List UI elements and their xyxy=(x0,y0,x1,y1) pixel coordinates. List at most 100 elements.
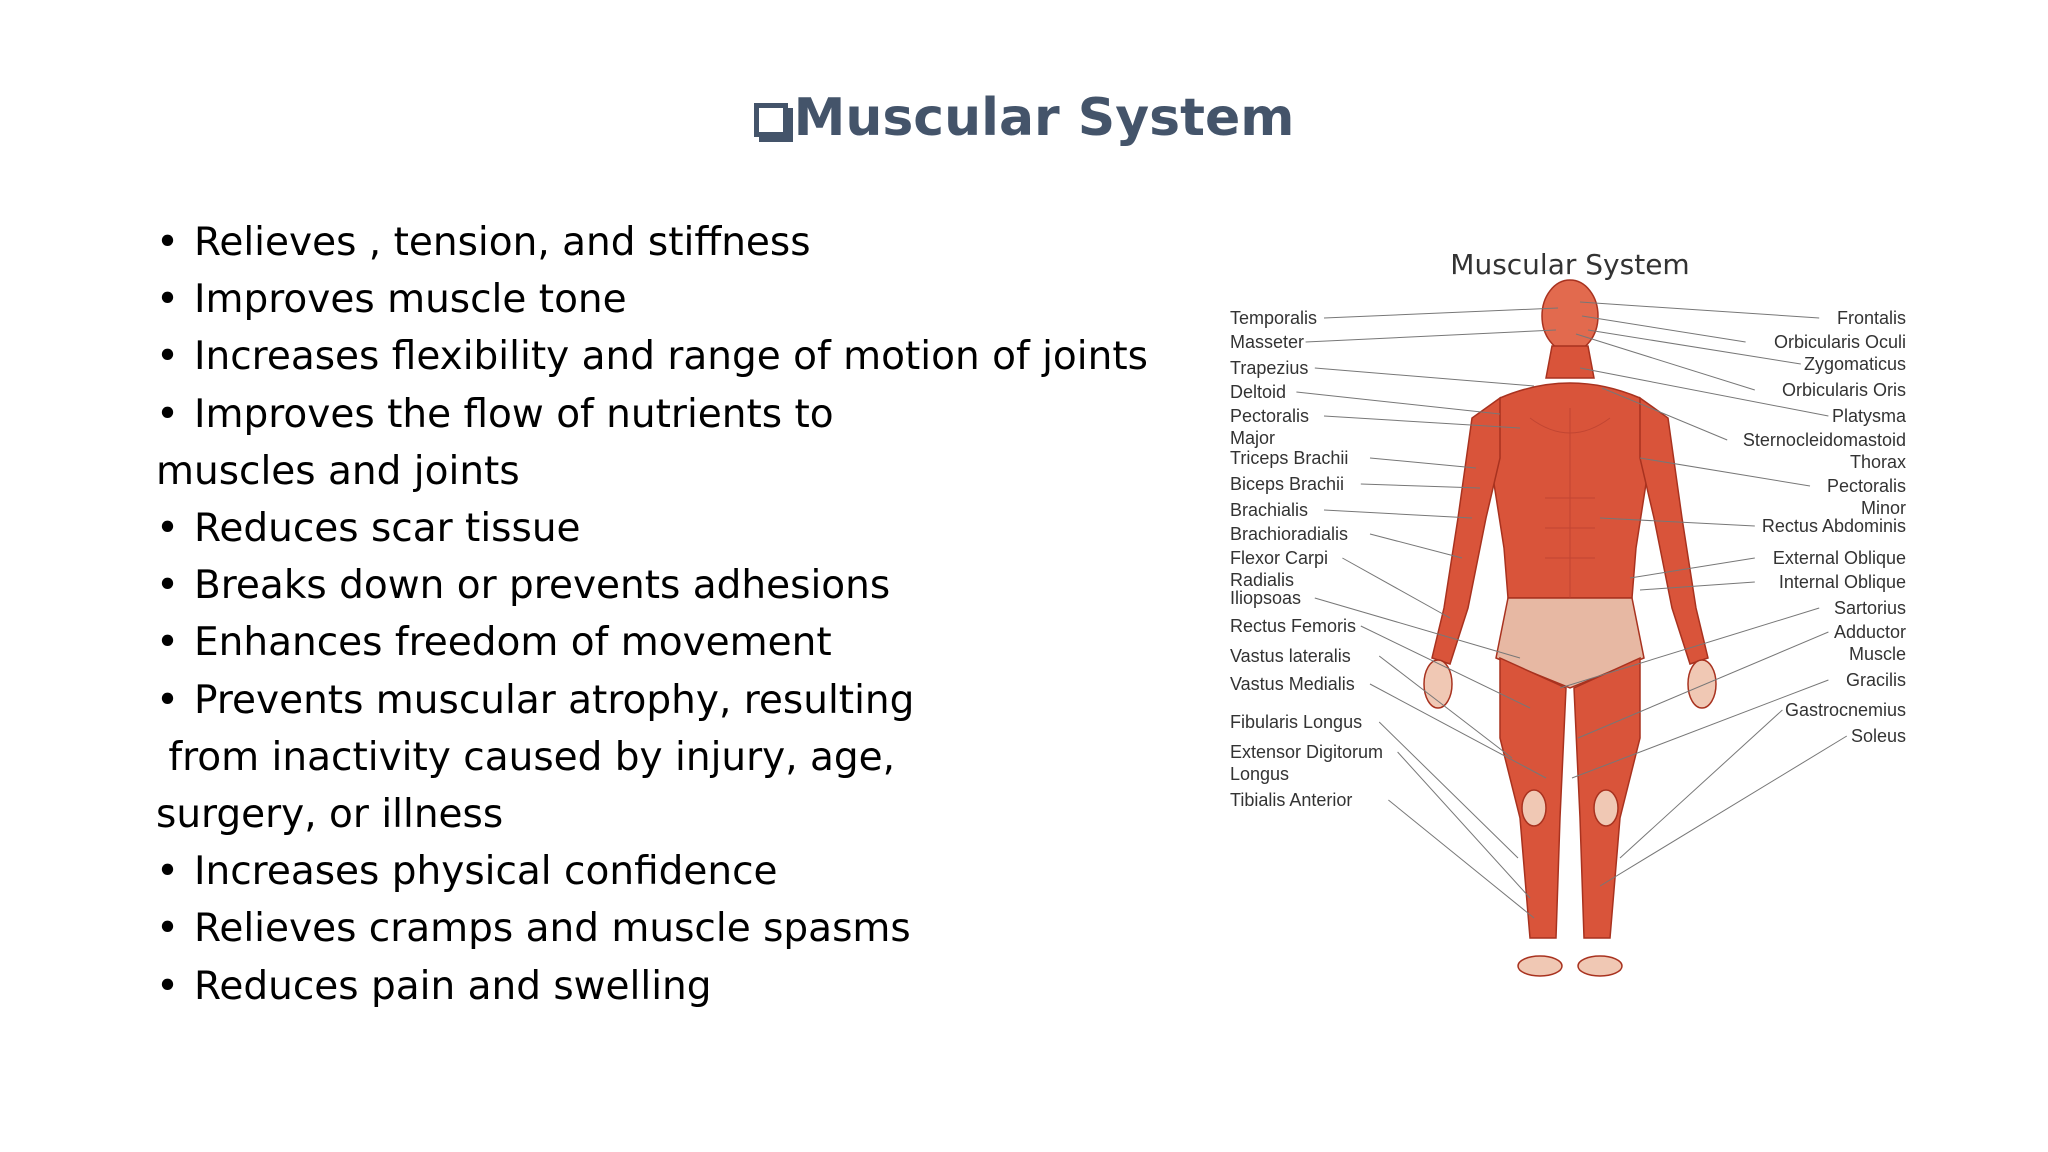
bullet-text: Relieves , tension, and stiffness xyxy=(194,220,811,265)
muscle-label-left: Iliopsoas xyxy=(1230,588,1302,608)
bullet-item: •Reduces pain and swelling xyxy=(156,958,1156,1015)
muscle-label-left: Flexor Carpi Radialis xyxy=(1230,548,1329,590)
muscle-label-right: External Oblique xyxy=(1772,548,1906,568)
bullet-dot: • xyxy=(156,334,180,380)
muscle-label-right: Sartorius xyxy=(1833,598,1906,618)
muscle-label-right: Orbicularis Oris xyxy=(1781,380,1906,400)
leader-line xyxy=(1360,483,1481,489)
leader-line xyxy=(1314,597,1521,659)
bullet-item: •Breaks down or prevents adhesions xyxy=(156,557,1156,614)
muscle-label-left: Tibialis Anterior xyxy=(1230,790,1353,810)
muscle-label-right: Gastrocnemius xyxy=(1784,700,1906,720)
leader-line xyxy=(1369,457,1477,469)
leader-line xyxy=(1323,415,1521,429)
muscle-label-right: Zygomaticus xyxy=(1803,354,1906,374)
bullet-text: Improves muscle tone xyxy=(194,277,627,323)
leader-line xyxy=(1296,391,1501,415)
leader-line xyxy=(1369,533,1463,559)
muscular-system-diagram: Muscular System xyxy=(1200,218,1940,1008)
muscle-label-left: Vastus Medialis xyxy=(1230,674,1355,694)
human-body-muscle-figure xyxy=(1296,279,1848,977)
muscle-label-left: Biceps Brachii xyxy=(1230,474,1345,494)
leader-line xyxy=(1581,315,1746,343)
bullet-dot: • xyxy=(156,849,180,895)
leader-line xyxy=(1571,679,1829,779)
bullet-text: surgery, or illness xyxy=(156,792,504,838)
bullet-item: from inactivity caused by injury, age, xyxy=(156,729,1156,786)
muscle-label-left: Rectus Femoris xyxy=(1230,616,1357,636)
muscle-label-left: Brachialis xyxy=(1230,500,1309,520)
bullet-dot: • xyxy=(156,277,180,323)
leader-line xyxy=(1323,307,1559,319)
bullet-text: Reduces pain and swelling xyxy=(194,963,712,1009)
bullet-item: • Enhances freedom of movement xyxy=(156,614,1156,671)
diagram-title: Muscular System xyxy=(1450,248,1690,281)
muscle-label-right: Internal Oblique xyxy=(1778,572,1906,592)
muscle-label-left: Extensor Digitorum Longus xyxy=(1230,742,1384,784)
bullet-item: • Relieves , tension, and stiffness xyxy=(156,214,1156,271)
bullet-dot: • xyxy=(156,906,180,952)
bullet-item: • Improves muscle tone xyxy=(156,271,1156,328)
bullet-text: Increases flexibility and range of motio… xyxy=(194,334,1148,380)
leader-line xyxy=(1378,655,1513,759)
leader-line xyxy=(1639,457,1811,487)
leader-line xyxy=(1559,607,1820,689)
bullet-item: • Improves the flow of nutrients to xyxy=(156,386,1156,443)
muscle-label-left: Fibularis Longus xyxy=(1230,712,1363,732)
muscle-label-left: Masseter xyxy=(1230,332,1305,352)
leader-line xyxy=(1579,301,1820,319)
bullet-text: Improves the flow of nutrients to xyxy=(194,391,834,437)
muscle-label-right: Platysma xyxy=(1831,406,1906,426)
muscle-label-left: Brachioradialis xyxy=(1230,524,1349,544)
muscle-label-right: Sternocleidomastoid Thorax xyxy=(1742,430,1906,472)
leader-line xyxy=(1629,557,1755,579)
bullet-item: surgery, or illness xyxy=(156,786,1156,843)
leader-line xyxy=(1577,631,1829,739)
leader-line xyxy=(1378,721,1519,859)
bullet-text: Increases physical confidence xyxy=(194,849,778,895)
leader-line xyxy=(1599,517,1755,527)
muscle-label-left: Pectoralis Major xyxy=(1230,406,1310,448)
leader-line xyxy=(1587,329,1801,365)
muscle-label-right: Pectoralis Minor xyxy=(1826,476,1906,518)
muscle-label-right: Frontalis xyxy=(1836,308,1906,328)
bullet-text: Prevents muscular atrophy, resulting xyxy=(194,677,915,723)
bullet-dot: • xyxy=(156,677,180,723)
leader-line xyxy=(1639,581,1755,591)
leader-line xyxy=(1342,557,1451,619)
slide-title-text: Muscular System xyxy=(793,88,1295,148)
muscle-label-left: Temporalis xyxy=(1230,308,1318,328)
leader-line xyxy=(1579,367,1829,417)
bullet-list: • Relieves , tension, and stiffness • Impro… xyxy=(156,214,1156,1015)
leader-line xyxy=(1360,625,1531,709)
muscle-label-right: Adductor Muscle xyxy=(1833,622,1906,664)
bullet-text: Relieves cramps and muscle spasms xyxy=(194,906,911,952)
bullet-dot: • xyxy=(156,220,180,265)
muscle-label-right: Rectus Abdominis xyxy=(1761,516,1906,536)
bullet-text: muscles and joints xyxy=(156,448,520,494)
leader-line xyxy=(1323,509,1473,519)
muscle-label-right: Soleus xyxy=(1850,726,1906,746)
leader-line xyxy=(1305,329,1557,343)
leader-line xyxy=(1369,683,1547,779)
bullet-item: • Prevents muscular atrophy, resulting xyxy=(156,672,1156,729)
leader-line xyxy=(1601,387,1728,441)
bullet-text: Breaks down or prevents adhesions xyxy=(194,563,891,609)
leader-line xyxy=(1314,367,1535,387)
bullet-item: •Reduces scar tissue xyxy=(156,500,1156,557)
muscle-label-left: Triceps Brachii xyxy=(1230,448,1349,468)
bullet-text: Reduces scar tissue xyxy=(194,506,581,552)
leader-line xyxy=(1599,735,1848,887)
bullet-item: • Relieves cramps and muscle spasms xyxy=(156,900,1156,957)
leader-line xyxy=(1397,751,1531,899)
leader-line xyxy=(1619,709,1783,859)
muscle-label-right: Orbicularis Oculi xyxy=(1773,332,1906,352)
bullet-text: from inactivity caused by injury, age, xyxy=(156,734,896,780)
muscle-label-left: Vastus lateralis xyxy=(1230,646,1351,666)
checkbox-bullet-icon xyxy=(753,103,788,137)
bullet-dot: • xyxy=(156,620,180,666)
bullet-dot: • xyxy=(156,391,180,437)
slide-title: Muscular System xyxy=(0,88,2048,148)
bullet-text: Enhances freedom of movement xyxy=(194,620,832,666)
